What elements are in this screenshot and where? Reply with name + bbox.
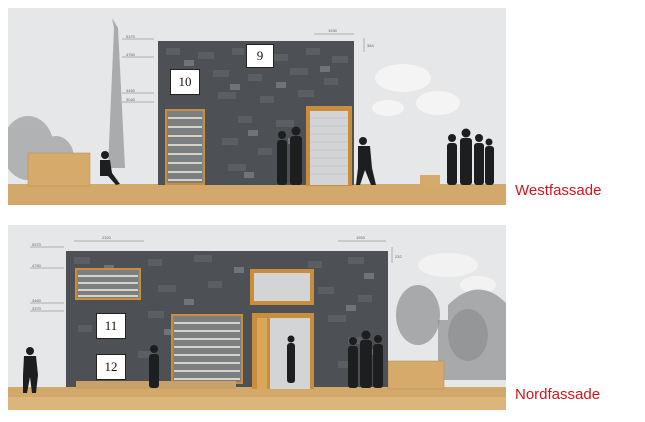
west-facade-panel: 5370 4760 3460 3040 1930 384 9 10 — [8, 8, 506, 205]
north-level-1: 5370 — [32, 242, 42, 247]
west-level-4: 3040 — [126, 97, 136, 102]
marker-label-9: 9 — [246, 44, 274, 68]
west-level-1: 5370 — [126, 34, 136, 39]
north-level-4: 3370 — [32, 306, 42, 311]
west-facade-drawing: 5370 4760 3460 3040 1930 384 — [8, 8, 506, 205]
marker-label-11: 11 — [96, 313, 126, 339]
north-facade-title: Nordfassade — [515, 386, 601, 403]
west-dim-width: 1930 — [328, 28, 338, 33]
north-facade-drawing: 5370 4760 3460 3370 2320 1953 232 — [8, 225, 506, 410]
west-level-2: 4760 — [126, 52, 136, 57]
north-dim-left: 2320 — [102, 235, 112, 240]
north-level-3: 3460 — [32, 298, 42, 303]
west-dim-height: 384 — [367, 43, 374, 48]
marker-label-12: 12 — [96, 354, 126, 380]
north-level-2: 4760 — [32, 263, 42, 268]
marker-label-10: 10 — [170, 69, 200, 95]
west-facade-title: Westfassade — [515, 182, 602, 199]
north-dim-right: 1953 — [356, 235, 366, 240]
north-facade-panel: 5370 4760 3460 3370 2320 1953 232 11 12 — [8, 225, 506, 410]
west-level-3: 3460 — [126, 88, 136, 93]
north-dim-height: 232 — [395, 254, 402, 259]
